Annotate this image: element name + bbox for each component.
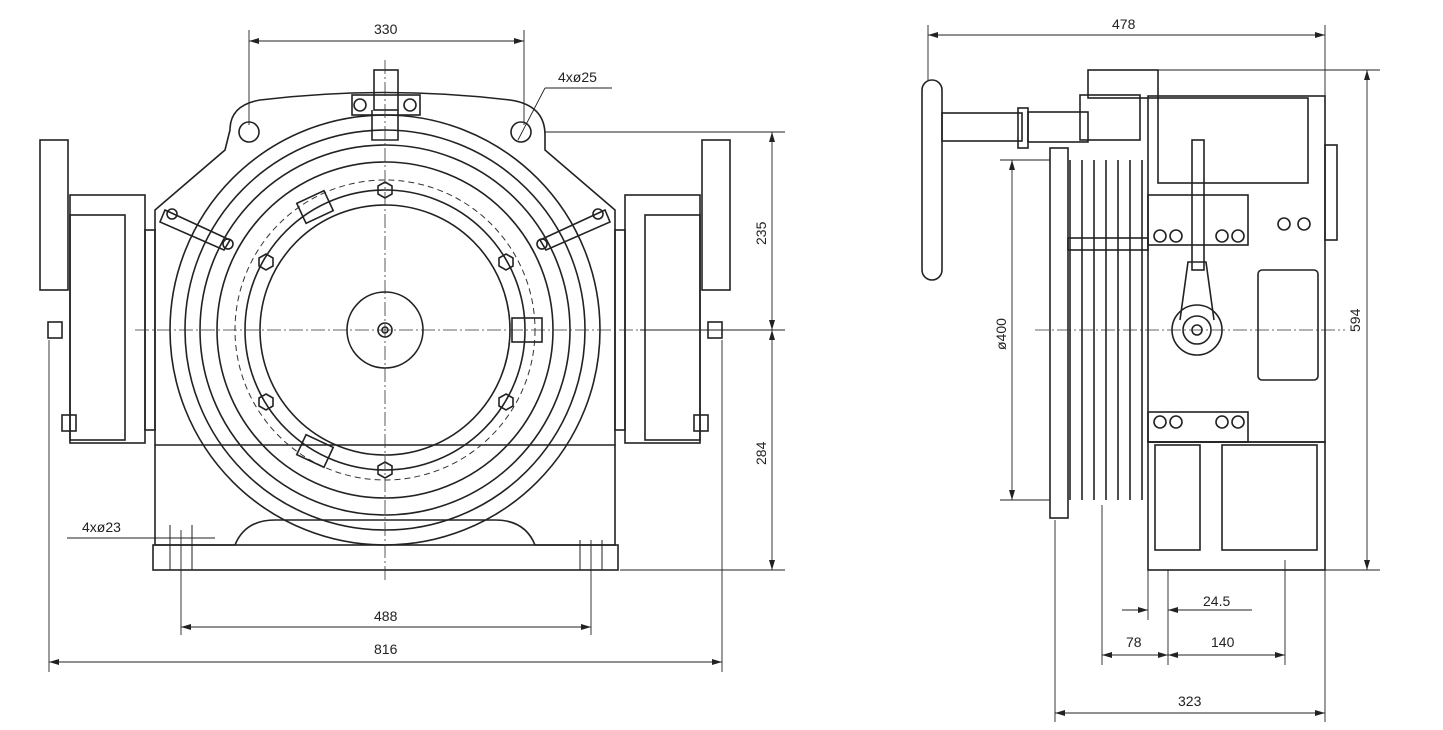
dim-594: 594 xyxy=(1347,308,1363,332)
dim-330: 330 xyxy=(374,21,398,37)
dim-sheave-diameter: ø400 xyxy=(993,318,1009,350)
sheave xyxy=(1049,147,1069,519)
dim-323: 323 xyxy=(1178,693,1202,709)
front-view: 330 4xø25 235 284 4xø23 488 816 xyxy=(39,21,785,672)
brake-right xyxy=(624,194,701,444)
dim-284: 284 xyxy=(753,441,769,465)
dim-base-holes: 4xø23 xyxy=(82,519,121,535)
handwheel xyxy=(921,79,943,281)
mounting-hole xyxy=(510,121,532,143)
dim-78: 78 xyxy=(1126,634,1142,650)
dim-816: 816 xyxy=(374,641,398,657)
base xyxy=(154,445,616,546)
dim-488: 488 xyxy=(374,608,398,624)
dim-24-5: 24.5 xyxy=(1203,593,1230,609)
housing-outline xyxy=(154,91,616,446)
motor-body xyxy=(1147,95,1326,443)
side-view: 478 594 ø400 24.5 78 140 323 xyxy=(921,16,1380,722)
brake-left xyxy=(69,194,146,444)
dim-478: 478 xyxy=(1112,16,1136,32)
dim-140: 140 xyxy=(1211,634,1235,650)
dim-top-holes: 4xø25 xyxy=(558,69,597,85)
side-base xyxy=(1147,441,1326,571)
dim-235: 235 xyxy=(753,221,769,245)
